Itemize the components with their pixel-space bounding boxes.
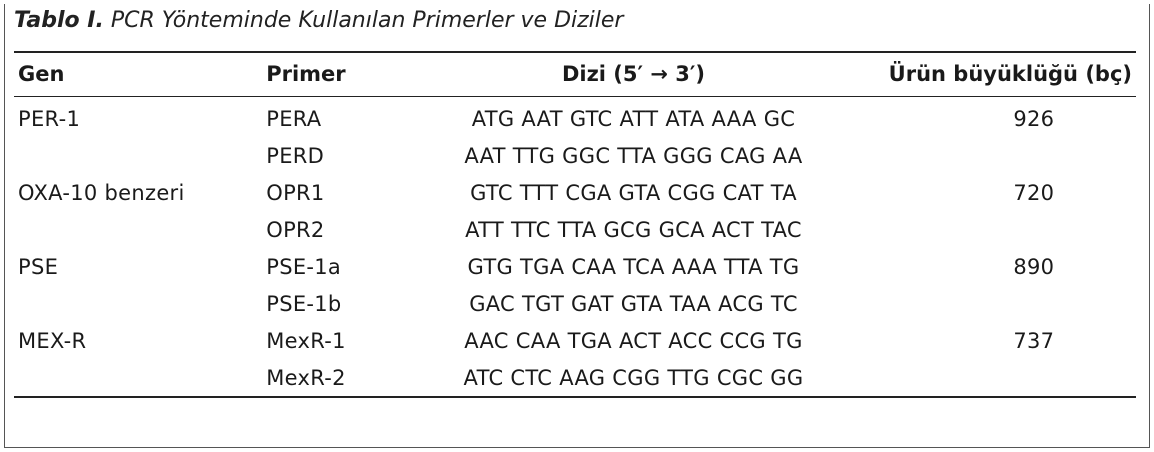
cell-gen: MEX-R [18,328,87,353]
table-row: MEX-R MexR-1 AAC CAA TGA ACT ACC CCG TG … [14,322,1136,359]
header-row: Gen Primer Dizi (5′ → 3′) Ürün büyüklüğü… [14,52,1136,96]
cell-primer: PERA [266,106,322,131]
cell-gen [14,211,266,248]
cell-urun: 890 [1013,254,1055,279]
table-row: PER-1 PERA ATG AAT GTC ATT ATA AAA GC 92… [14,96,1136,137]
cell-dizi: AAC CAA TGA ACT ACC CCG TG [464,328,803,353]
table-row: PERD AAT TTG GGC TTA GGG CAG AA [14,137,1136,174]
cell-gen: PSE [18,254,59,279]
cell-urun: 737 [1013,328,1055,353]
cell-dizi: GAC TGT GAT GTA TAA ACG TC [469,291,798,316]
table-frame [4,4,1150,448]
cell-dizi: GTC TTT CGA GTA CGG CAT TA [470,180,797,205]
col-header-urun: Ürün büyüklüğü (bç) [888,62,1132,86]
top-rule [14,51,1136,53]
cell-primer: MexR-2 [266,365,346,390]
bottom-rule [14,396,1136,398]
cell-dizi: ATC CTC AAG CGG TTG CGC GG [463,365,804,390]
table-row: PSE-1b GAC TGT GAT GTA TAA ACG TC [14,285,1136,322]
cell-primer: PSE-1b [266,291,342,316]
cell-primer: MexR-1 [266,328,346,353]
header-rule [14,96,1136,97]
cell-urun [832,359,1136,396]
caption-label: Tablo I. [14,8,104,33]
table-row: MexR-2 ATC CTC AAG CGG TTG CGC GG [14,359,1136,396]
cell-gen [14,359,266,396]
cell-urun [832,137,1136,174]
col-header-dizi: Dizi (5′ → 3′) [561,62,706,86]
cell-urun: 926 [1013,106,1055,131]
cell-urun [832,285,1136,322]
cell-primer: PERD [266,143,325,168]
table-caption: Tablo I. PCR Yönteminde Kullanılan Prime… [14,8,623,33]
cell-primer: OPR2 [266,217,325,242]
col-header-primer: Primer [266,62,346,86]
cell-dizi: GTG TGA CAA TCA AAA TTA TG [467,254,800,279]
col-header-gen: Gen [18,62,65,86]
cell-urun [832,211,1136,248]
cell-gen: PER-1 [18,106,81,131]
cell-gen [14,285,266,322]
cell-gen [14,137,266,174]
cell-dizi: ATG AAT GTC ATT ATA AAA GC [471,106,796,131]
table-row: OPR2 ATT TTC TTA GCG GCA ACT TAC [14,211,1136,248]
cell-dizi: AAT TTG GGC TTA GGG CAG AA [464,143,803,168]
table-row: PSE PSE-1a GTG TGA CAA TCA AAA TTA TG 89… [14,248,1136,285]
cell-primer: PSE-1a [266,254,342,279]
cell-primer: OPR1 [266,180,325,205]
table-row: OXA-10 benzeri OPR1 GTC TTT CGA GTA CGG … [14,174,1136,211]
primer-table: Gen Primer Dizi (5′ → 3′) Ürün büyüklüğü… [14,52,1136,396]
cell-urun: 720 [1013,180,1055,205]
caption-title: PCR Yönteminde Kullanılan Primerler ve D… [103,8,624,33]
cell-dizi: ATT TTC TTA GCG GCA ACT TAC [465,217,802,242]
cell-gen: OXA-10 benzeri [18,180,185,205]
